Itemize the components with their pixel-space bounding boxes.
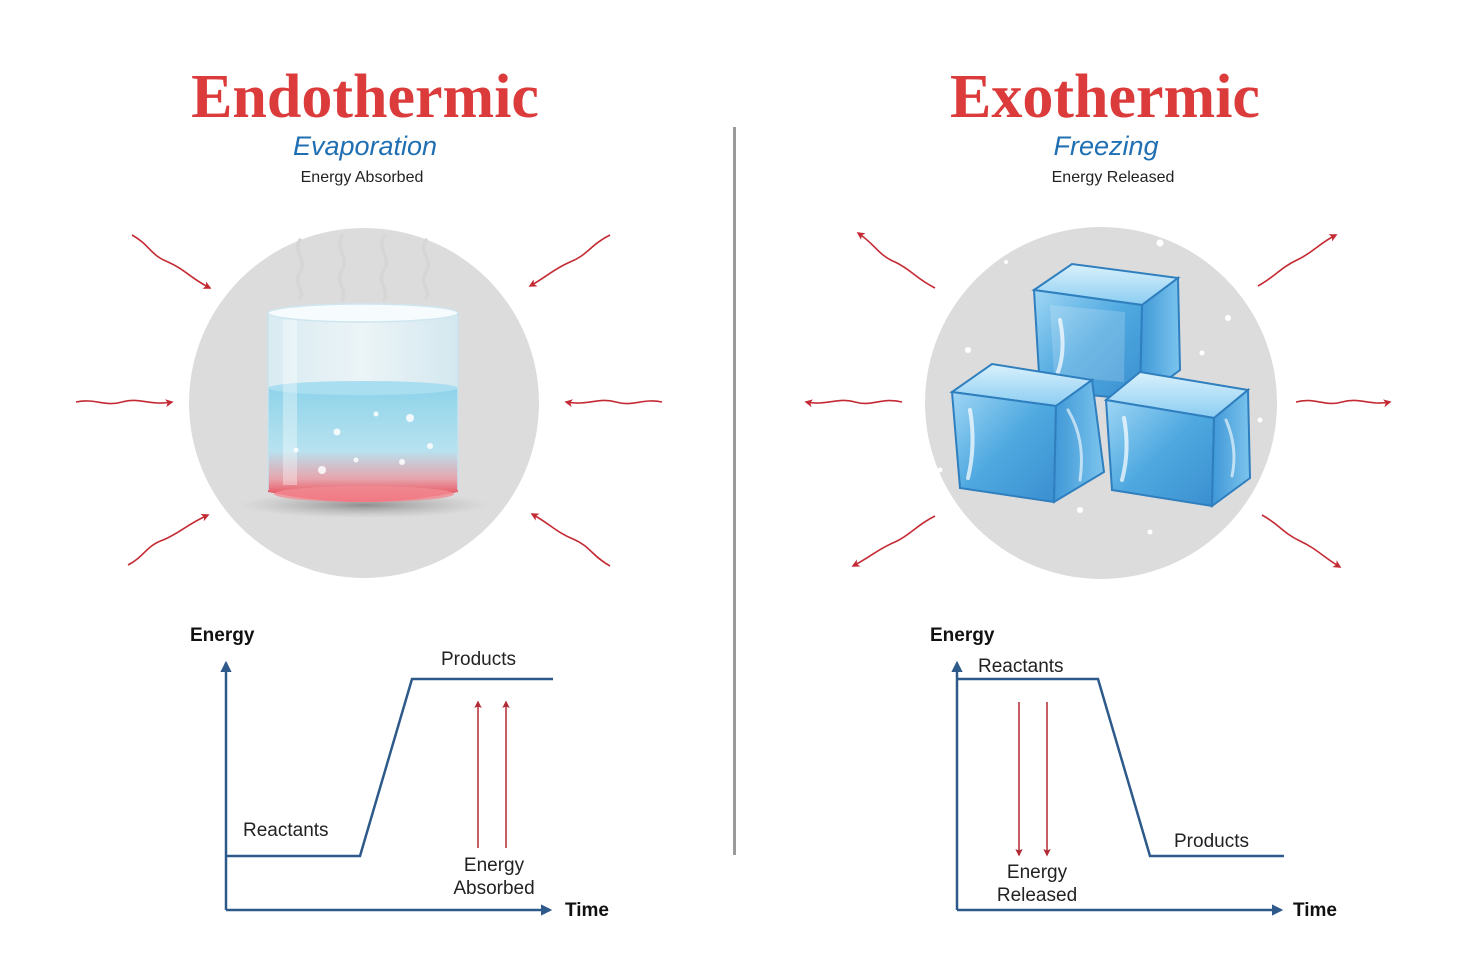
heat-arrow-right bbox=[1295, 399, 1392, 408]
endo-x-axis-label: Time bbox=[565, 900, 609, 921]
endo-energy-profile-line bbox=[226, 677, 553, 858]
endo-products-label: Products bbox=[441, 649, 516, 670]
exo-arrow-label-line1: Energy bbox=[1007, 862, 1068, 883]
ice-cubes-icon bbox=[949, 262, 1252, 509]
heat-arrow-bottom-right bbox=[530, 513, 611, 567]
endothermic-illustration bbox=[75, 228, 663, 578]
exothermic-energy-graph: Energy Time Reactants Products Energy Re… bbox=[930, 625, 1337, 921]
steam-wisps bbox=[295, 234, 430, 302]
exothermic-title: Exothermic bbox=[950, 63, 1260, 131]
beaker-icon bbox=[239, 303, 489, 518]
exo-reactants-label: Reactants bbox=[978, 656, 1064, 677]
ice-cube-right bbox=[1103, 370, 1252, 509]
heat-absorbed-arrows bbox=[75, 234, 663, 567]
exo-energy-profile-line bbox=[957, 677, 1284, 858]
heat-arrow-right bbox=[564, 399, 663, 408]
endothermic-caption: Energy Absorbed bbox=[300, 169, 424, 186]
exo-x-axis-label: Time bbox=[1293, 900, 1337, 921]
heat-arrow-top-left bbox=[856, 232, 936, 289]
heat-arrow-left bbox=[804, 399, 903, 408]
endo-arrow-label-line2: Absorbed bbox=[453, 878, 534, 899]
endo-arrow-label-line1: Energy bbox=[464, 855, 525, 876]
center-divider bbox=[733, 127, 736, 855]
heat-arrow-bottom-left bbox=[851, 515, 936, 567]
exo-products-label: Products bbox=[1174, 831, 1249, 852]
heat-arrow-top-right bbox=[528, 234, 611, 287]
endothermic-title: Endothermic bbox=[191, 63, 539, 131]
exo-arrow-label-line2: Released bbox=[997, 885, 1077, 906]
endothermic-energy-graph: Energy Time Reactants Products Energy Ab… bbox=[190, 625, 609, 921]
heat-released-arrows bbox=[804, 232, 1392, 568]
endo-reactants-label: Reactants bbox=[243, 820, 329, 841]
heat-arrow-top-left bbox=[131, 234, 212, 289]
exothermic-illustration bbox=[804, 227, 1392, 579]
ice-cube-left bbox=[949, 362, 1106, 504]
exothermic-caption: Energy Released bbox=[1051, 169, 1175, 186]
endothermic-process: Evaporation bbox=[292, 131, 438, 161]
exothermic-process: Freezing bbox=[1053, 131, 1159, 161]
heat-arrow-left bbox=[75, 399, 174, 408]
heat-arrow-top-right bbox=[1257, 234, 1338, 287]
exo-y-axis-label: Energy bbox=[930, 625, 995, 646]
heat-arrow-bottom-right bbox=[1261, 514, 1342, 568]
snow-specks bbox=[937, 239, 1263, 535]
endo-y-axis-label: Energy bbox=[190, 625, 255, 646]
heat-arrow-bottom-left bbox=[127, 514, 210, 566]
